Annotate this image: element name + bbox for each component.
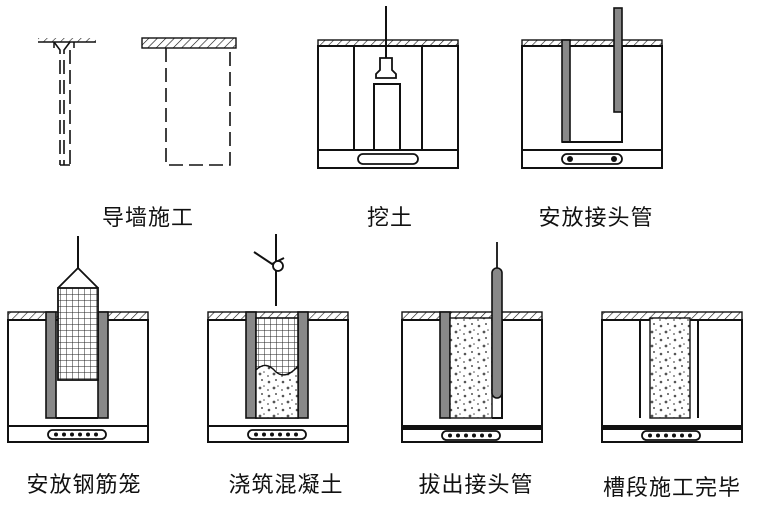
guide-wall-left bbox=[38, 38, 96, 166]
step-pour-concrete-figure bbox=[207, 234, 349, 443]
step-place-joint-pipe-figure bbox=[521, 7, 663, 169]
step-label-pull-joint-pipe: 拔出接头管 bbox=[418, 473, 534, 498]
joint-pipe bbox=[491, 267, 503, 399]
step-section-complete-figure bbox=[601, 311, 743, 443]
concrete-fill bbox=[449, 317, 493, 419]
concrete-fill bbox=[649, 317, 691, 419]
rebar-cage bbox=[57, 287, 99, 381]
grab-bucket bbox=[375, 57, 397, 79]
step-label-guide-wall: 导墙施工 bbox=[101, 206, 195, 231]
concrete-fill bbox=[255, 364, 299, 419]
guide-wall-right bbox=[141, 37, 237, 166]
step-label-excavation: 挖土 bbox=[366, 206, 414, 231]
step-label-place-rebar-cage: 安放钢筋笼 bbox=[26, 473, 142, 498]
joint-pipe bbox=[613, 7, 623, 113]
step-label-place-joint-pipe: 安放接头管 bbox=[538, 206, 654, 231]
step-label-section-complete: 槽段施工完毕 bbox=[602, 476, 742, 501]
step-label-pour-concrete: 浇筑混凝土 bbox=[228, 473, 344, 498]
step-excavation-figure bbox=[317, 6, 459, 169]
step-place-rebar-cage-figure bbox=[7, 236, 149, 443]
step-pull-joint-pipe-figure bbox=[401, 242, 543, 443]
step-guide-wall-figure bbox=[38, 37, 237, 166]
